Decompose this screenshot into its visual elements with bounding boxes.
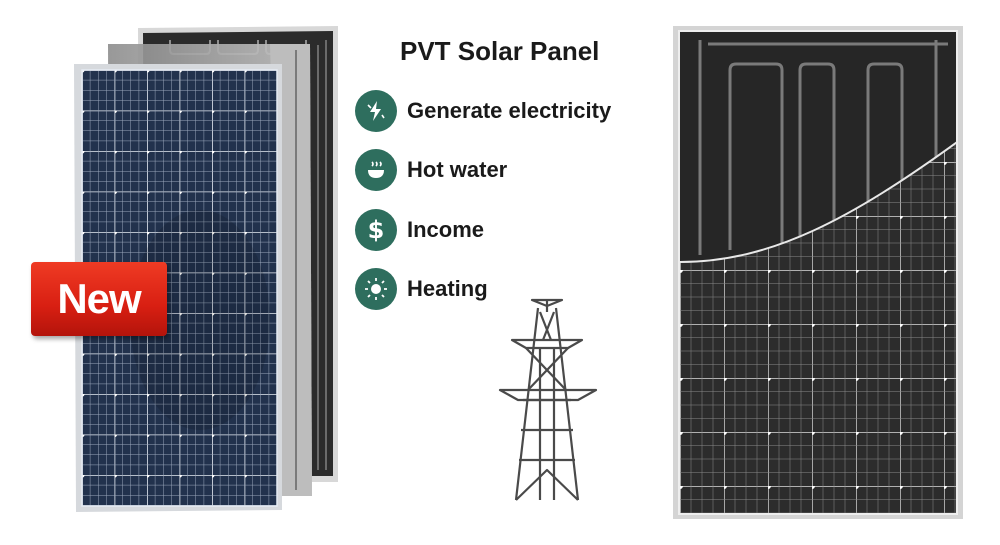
feature-item-income: $ Income (355, 209, 484, 251)
new-badge-label: New (57, 275, 141, 322)
feature-label: Hot water (407, 157, 508, 182)
absorber-pipes (698, 40, 948, 255)
feature-item-electricity: Generate electricity (355, 90, 611, 132)
lightning-icon (355, 90, 397, 132)
feature-item-hot-water: Hot water (355, 149, 507, 191)
hot-cup-icon (355, 149, 397, 191)
sun-icon (355, 268, 397, 310)
dollar-icon: $ (355, 209, 397, 251)
pv-cell-sheet (680, 142, 956, 513)
new-badge: New (31, 262, 167, 336)
feature-item-heating: Heating (355, 268, 488, 310)
feature-label: Generate electricity (407, 98, 612, 123)
page-title: PVT Solar Panel (400, 36, 600, 66)
feature-label: Heating (407, 276, 488, 301)
feature-label: Income (407, 217, 485, 242)
